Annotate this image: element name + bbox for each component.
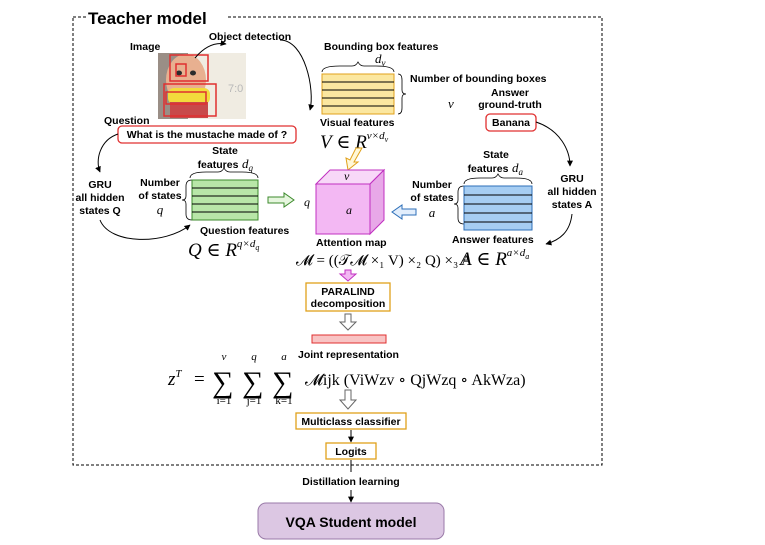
arrow-gru-to-question-features bbox=[99, 219, 191, 240]
arrow-question-to-cube bbox=[267, 192, 295, 208]
question-gru-line2: all hidden bbox=[75, 192, 124, 204]
answer-text: Banana bbox=[492, 117, 530, 129]
bbox-features-matrix bbox=[321, 73, 395, 115]
joint-sum-3: ∑ bbox=[272, 366, 293, 399]
teacher-title: Teacher model bbox=[88, 9, 207, 28]
question-state-symbol: dq bbox=[242, 156, 254, 173]
question-features-matrix bbox=[191, 179, 259, 221]
attention-cube bbox=[314, 168, 386, 236]
joint-formula: zT = ∑ v i=1 ∑ q j=1 ∑ a k=1 𝓜ijk (ViWzv… bbox=[167, 351, 526, 407]
object-detection-label: Object detection bbox=[209, 31, 291, 43]
arrow-paralind-to-joint bbox=[338, 313, 358, 331]
answer-features-label: Answer features bbox=[452, 234, 534, 246]
joint-sum-3-bottom: k=1 bbox=[275, 395, 292, 407]
arrow-attention-to-paralind bbox=[338, 269, 358, 282]
answer-label: Answer bbox=[491, 87, 529, 99]
arrow-answer-to-gru bbox=[535, 121, 573, 167]
question-features-formula: Q ∈ Rq×dq bbox=[188, 238, 259, 261]
question-num-symbol: q bbox=[157, 202, 164, 217]
joint-sum-2-bottom: j=1 bbox=[246, 395, 262, 407]
paralind-box bbox=[305, 282, 391, 312]
joint-sum-2: ∑ bbox=[242, 366, 263, 399]
answer-state-label2: features bbox=[468, 163, 509, 175]
question-gru-line3: states Q bbox=[79, 205, 120, 217]
visual-features-label: Visual features bbox=[320, 117, 395, 129]
input-image: 7:0 bbox=[158, 53, 246, 119]
cube-q-symbol: q bbox=[304, 195, 310, 209]
question-features-label: Question features bbox=[200, 225, 289, 237]
question-text: What is the mustache made of ? bbox=[127, 129, 287, 141]
clock-text: 7:0 bbox=[228, 83, 243, 95]
answer-features-matrix bbox=[463, 185, 533, 231]
joint-lhs: zT bbox=[167, 368, 182, 390]
answer-gru: GRU bbox=[560, 173, 583, 185]
visual-features-formula: V ∈ Rv×dv bbox=[320, 130, 389, 153]
distillation-label: Distillation learning bbox=[302, 476, 399, 488]
answer-state-symbol: da bbox=[512, 160, 524, 177]
arrow-detection-to-visual bbox=[279, 39, 315, 111]
logits-box bbox=[325, 442, 377, 460]
joint-representation-label: Joint representation bbox=[298, 349, 399, 361]
object-detection-text: Object detection bbox=[209, 31, 291, 43]
bbox-count-symbol: v bbox=[448, 96, 454, 111]
answer-state-label: State bbox=[483, 149, 509, 161]
answer-label2: ground-truth bbox=[478, 99, 542, 111]
answer-gru-line2: all hidden bbox=[547, 186, 596, 198]
joint-sum-1-top: v bbox=[222, 351, 227, 363]
question-state-label2: features bbox=[198, 159, 239, 171]
attention-formula: 𝓜 = ((𝒯𝓜 ×₁ V) ×₂ Q) ×₃ A bbox=[296, 253, 472, 269]
cube-v-symbol: v bbox=[344, 169, 350, 183]
question-state-label: State bbox=[212, 145, 238, 157]
joint-sum-2-top: q bbox=[251, 351, 257, 363]
joint-sum-1: ∑ bbox=[212, 366, 233, 399]
attention-map-label: Attention map bbox=[316, 237, 387, 249]
logits-label: Logits bbox=[335, 446, 367, 458]
arrow-visual-to-cube bbox=[345, 147, 363, 171]
answer-gru-line3: states A bbox=[552, 199, 593, 211]
joint-representation-bar bbox=[311, 334, 387, 344]
bbox-features-symbol: dv bbox=[375, 51, 386, 68]
paralind-line2: decomposition bbox=[311, 298, 386, 310]
arrow-question-to-gru bbox=[95, 133, 119, 173]
image-label: Image bbox=[130, 41, 161, 53]
joint-body: 𝓜ijk (ViWzv ∘ QjWzq ∘ AkWza) bbox=[305, 372, 526, 389]
student-model-box bbox=[257, 502, 445, 540]
joint-eq: = bbox=[194, 369, 205, 390]
answer-features-formula: A ∈ Ra×da bbox=[458, 247, 529, 270]
arrow-joint-to-classifier bbox=[338, 389, 358, 410]
cube-a-symbol: a bbox=[346, 203, 352, 217]
answer-num-symbol: a bbox=[429, 205, 436, 220]
bbox-count-label: Number of bounding boxes bbox=[410, 73, 547, 85]
arrow-gru-to-answer-features bbox=[545, 213, 573, 246]
answer-num-label: Number bbox=[412, 179, 452, 191]
arrow-image-to-detection bbox=[194, 40, 227, 59]
classifier-label: Multiclass classifier bbox=[301, 416, 400, 428]
joint-sum-1-bottom: i=1 bbox=[217, 395, 232, 407]
answer-num-label2: of states bbox=[410, 192, 453, 204]
classifier-box bbox=[295, 412, 407, 430]
question-num-label2: of states bbox=[138, 190, 181, 202]
teacher-frame bbox=[72, 16, 603, 466]
question-gru: GRU bbox=[88, 179, 111, 191]
joint-sum-3-top: a bbox=[281, 351, 287, 363]
arrow-answer-to-cube bbox=[391, 204, 417, 220]
paralind-line1: PARALIND bbox=[321, 286, 375, 298]
question-num-label: Number bbox=[140, 177, 180, 189]
bbox-features-label: Bounding box features bbox=[324, 41, 438, 53]
student-model-label: VQA Student model bbox=[286, 514, 417, 530]
question-label: Question bbox=[104, 115, 150, 127]
